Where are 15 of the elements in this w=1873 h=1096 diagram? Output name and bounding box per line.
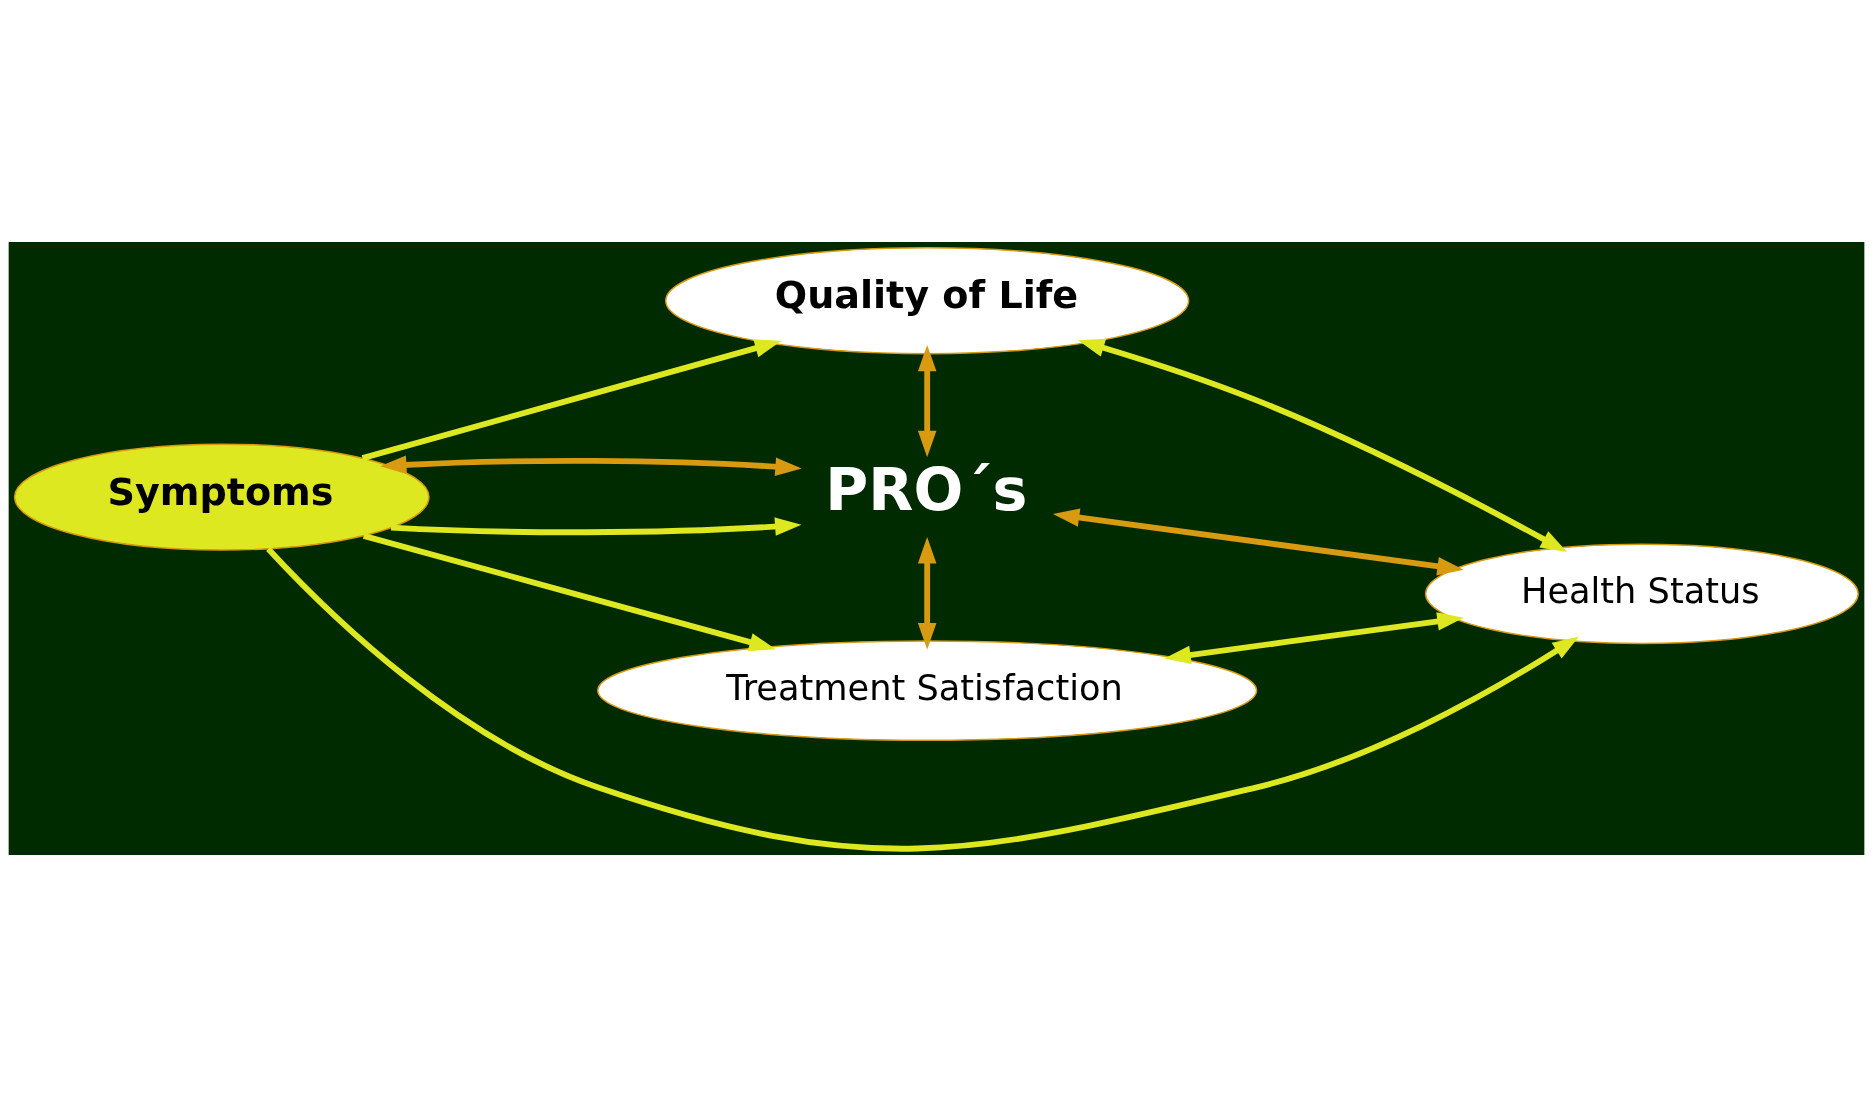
arrow [917, 536, 937, 650]
node-ellipse: Quality of Life [665, 246, 1190, 354]
node-ellipse: Health Status [1424, 542, 1859, 644]
arrow [917, 344, 937, 457]
arrow [390, 516, 802, 536]
arrow [1164, 611, 1464, 664]
arrow [380, 455, 802, 476]
arrow [1078, 338, 1568, 552]
node-text: PRO´s [825, 455, 1028, 524]
arrow [1052, 507, 1464, 575]
node-ellipse: Treatment Satisfaction [597, 639, 1258, 741]
arrow [361, 338, 782, 461]
arrow [362, 532, 776, 651]
arrow [266, 546, 1579, 851]
node-ellipse: Symptoms [13, 442, 430, 551]
